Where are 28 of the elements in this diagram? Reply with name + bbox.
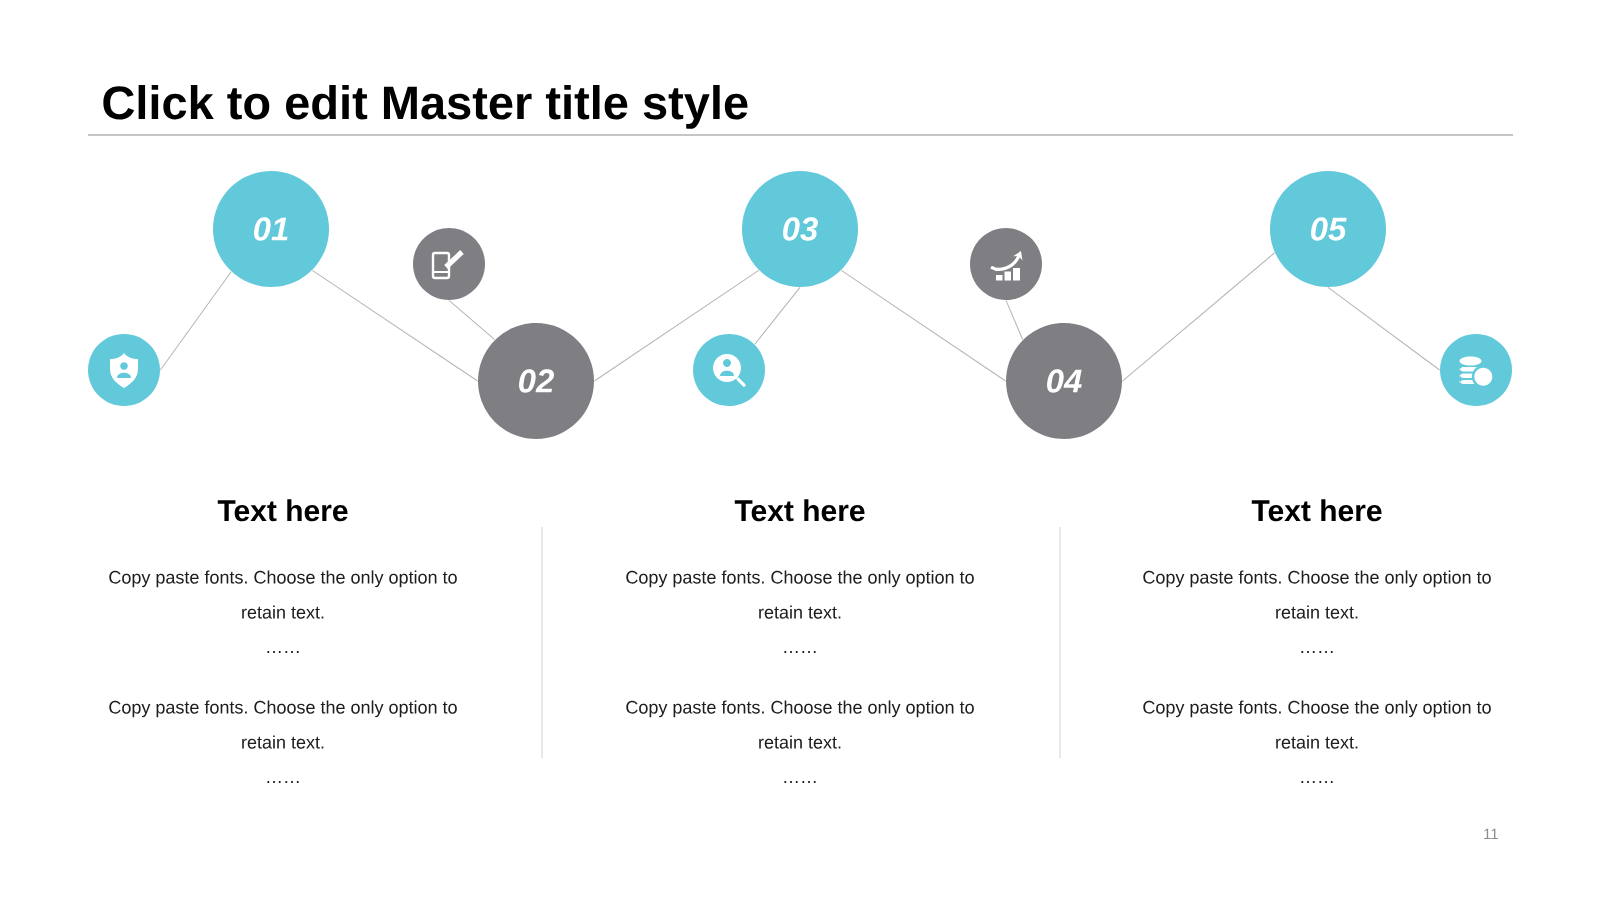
body-text: Copy paste fonts. Choose the only option to retain text.	[1143, 700, 1491, 749]
connector-line	[1121, 252, 1276, 382]
connector-line	[593, 269, 760, 382]
ellipsis: ……	[267, 781, 299, 783]
connector-line	[159, 271, 232, 371]
body-text: Copy paste fonts. Choose the only option to retain text.	[1143, 570, 1491, 619]
ellipsis: ……	[267, 651, 299, 653]
ellipsis: ……	[1301, 781, 1333, 783]
ellipsis: ……	[1301, 651, 1333, 653]
connector-line	[1327, 286, 1441, 371]
column-heading: Text here	[1251, 499, 1382, 522]
ellipsis: ……	[784, 781, 816, 783]
column-heading: Text here	[734, 499, 865, 522]
connector-line	[448, 299, 496, 341]
body-text: Copy paste fonts. Choose the only option to retain text.	[109, 700, 457, 749]
connector-line	[1005, 299, 1024, 341]
body-text: Copy paste fonts. Choose the only option to retain text.	[626, 570, 974, 619]
connector-line	[840, 269, 1007, 382]
connector-line	[311, 269, 479, 382]
icon-circle	[413, 228, 485, 300]
icon-circle	[970, 228, 1042, 300]
slide-title: Click to edit Master title style	[103, 84, 748, 129]
page-number: 11	[1484, 828, 1498, 839]
connector-line	[754, 286, 801, 345]
body-text: Copy paste fonts. Choose the only option to retain text.	[109, 570, 457, 619]
column-heading: Text here	[217, 499, 348, 522]
body-text: Copy paste fonts. Choose the only option to retain text.	[626, 700, 974, 749]
ellipsis: ……	[784, 651, 816, 653]
